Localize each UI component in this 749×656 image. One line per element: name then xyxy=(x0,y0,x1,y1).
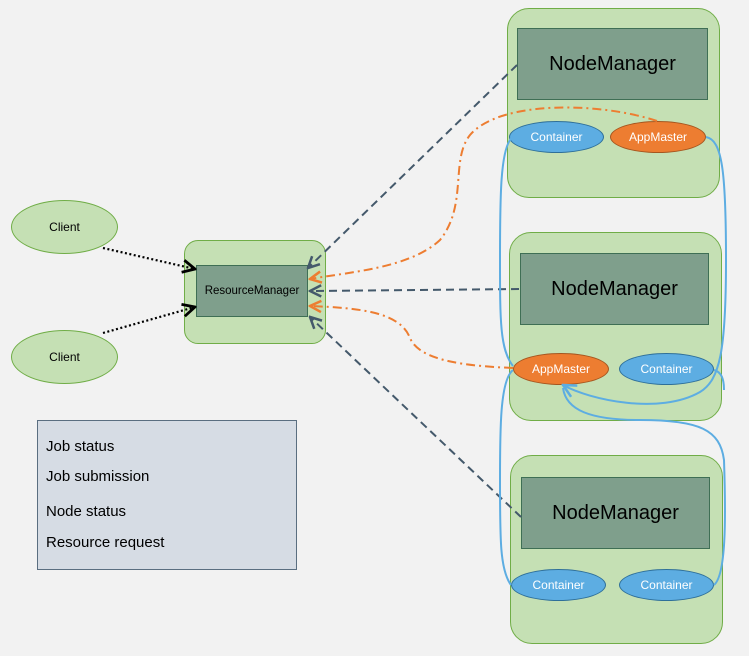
job-submission-arrow-2 xyxy=(102,307,195,335)
client-1: Client xyxy=(11,200,118,254)
container-2b: Container xyxy=(619,353,714,385)
client-2: Client xyxy=(11,330,118,384)
container-1a: Container xyxy=(509,121,604,153)
job-status-line-4 xyxy=(499,369,514,586)
job-status-line-3 xyxy=(713,369,725,391)
resource-request-arrow-2 xyxy=(310,306,514,369)
legend: Job status Job submission Node status Re… xyxy=(37,420,297,570)
job-status-line-5 xyxy=(562,387,726,586)
node-status-arrow-2 xyxy=(310,289,520,291)
node-status-arrow-1 xyxy=(308,64,518,268)
node-manager-3: NodeManager xyxy=(521,477,710,549)
legend-label-job-status: Job status xyxy=(46,438,115,455)
appmaster-2: AppMaster xyxy=(513,353,609,385)
node-status-arrow-3 xyxy=(310,317,522,518)
legend-label-resource-request: Resource request xyxy=(46,534,165,551)
resource-request-arrow-1 xyxy=(310,106,658,279)
legend-label-node-status: Node status xyxy=(46,503,127,520)
job-status-line-1 xyxy=(563,136,728,405)
appmaster-1: AppMaster xyxy=(610,121,706,153)
legend-label-job-submission: Job submission xyxy=(46,468,150,485)
container-3b: Container xyxy=(619,569,714,601)
node-manager-2: NodeManager xyxy=(520,253,709,325)
job-submission-arrow-1 xyxy=(102,246,195,269)
job-status-line-2 xyxy=(499,136,514,367)
resource-manager: ResourceManager xyxy=(196,265,308,317)
node-manager-1: NodeManager xyxy=(517,28,708,100)
container-3a: Container xyxy=(511,569,606,601)
